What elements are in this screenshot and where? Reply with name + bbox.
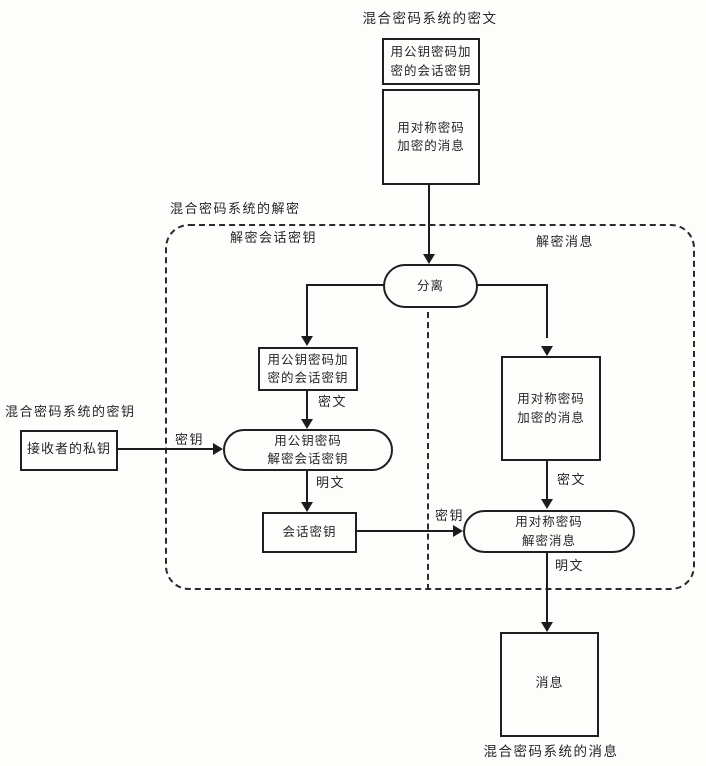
connector-separate-left-h xyxy=(306,284,384,286)
bottom-message-caption: 混合密码系统的消息 xyxy=(483,744,619,760)
edge-label-private-key: 密钥 xyxy=(175,433,205,448)
encrypted-session-key-box: 用公钥密码加 密的会话密钥 xyxy=(258,347,358,391)
decrypt-message-node: 用对称密码 解密消息 xyxy=(463,510,635,553)
connector-separate-left-v xyxy=(306,284,308,338)
connector-encsk-to-decrypt xyxy=(306,391,308,421)
connector-separate-right-v xyxy=(546,284,548,338)
session-key-box: 会话密钥 xyxy=(262,512,357,553)
hybrid-key-title: 混合密码系统的密钥 xyxy=(5,405,136,420)
decryption-region-border xyxy=(165,224,695,590)
receiver-private-key-box: 接收者的私钥 xyxy=(20,430,118,471)
connector-private-key-arrow xyxy=(117,448,215,450)
message-box: 消息 xyxy=(500,632,599,737)
ciphertext-session-key-compartment: 用公钥密码加 密的会话密钥 xyxy=(382,38,480,85)
connector-session-key-arrow xyxy=(357,530,455,532)
decryption-region-title: 混合密码系统的解密 xyxy=(170,202,301,217)
arrowhead-into-enc-message xyxy=(541,346,553,356)
arrowhead-into-message xyxy=(541,622,553,632)
section-label-decrypt-session-key: 解密会话密钥 xyxy=(230,231,318,246)
edge-label-right-plaintext: 明文 xyxy=(555,559,585,574)
section-divider-dashed-line xyxy=(427,312,429,590)
connector-cipher-to-separate xyxy=(428,185,430,256)
arrowhead-into-session-key xyxy=(301,502,313,512)
arrowhead-into-decrypt-message xyxy=(541,499,553,509)
separate-node: 分离 xyxy=(383,264,478,308)
edge-label-left-plaintext: 明文 xyxy=(316,476,346,491)
section-label-decrypt-message: 解密消息 xyxy=(536,235,595,250)
arrowhead-into-decrypt-session xyxy=(301,419,313,429)
arrowhead-private-key xyxy=(213,443,223,455)
connector-encmsg-to-decrypt xyxy=(546,461,548,501)
connector-decrypt-to-sessionkey xyxy=(306,471,308,504)
edge-label-left-ciphertext: 密文 xyxy=(318,395,348,410)
ciphertext-message-compartment: 用对称密码 加密的消息 xyxy=(382,89,480,185)
edge-label-right-ciphertext: 密文 xyxy=(557,473,587,488)
top-ciphertext-title: 混合密码系统的密文 xyxy=(362,11,498,27)
arrowhead-session-key xyxy=(453,525,463,537)
decrypt-session-key-node: 用公钥密码 解密会话密钥 xyxy=(223,429,393,471)
connector-separate-right-h xyxy=(477,284,548,286)
arrowhead-into-separate xyxy=(423,254,435,264)
edge-label-session-key: 密钥 xyxy=(435,509,465,524)
encrypted-message-box: 用对称密码 加密的消息 xyxy=(501,356,601,461)
arrowhead-into-enc-session-key xyxy=(301,336,313,346)
connector-decrypt-to-message xyxy=(546,553,548,624)
